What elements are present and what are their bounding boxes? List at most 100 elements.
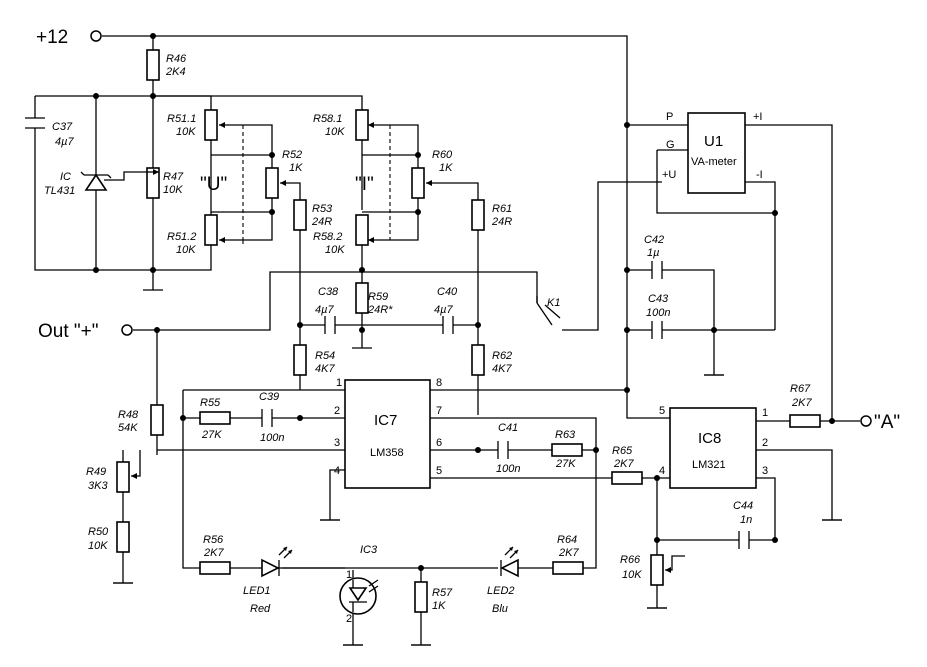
resistor-r61 — [471, 199, 485, 231]
resistor-r63 — [551, 443, 583, 457]
c41-value: 100n — [496, 463, 520, 475]
k1-ref: K1 — [547, 297, 560, 309]
u1-va-meter — [687, 112, 746, 194]
r60-value: 1K — [439, 162, 453, 174]
c43-ref: C43 — [648, 293, 669, 305]
resistor-r58-2 — [355, 214, 369, 246]
ic7-pin-5: 5 — [436, 465, 442, 477]
ic3-optocoupler — [339, 577, 379, 615]
resistor-r59 — [355, 282, 369, 314]
led2-value: Blu — [492, 603, 508, 615]
ic7-pin-1: 1 — [336, 377, 342, 389]
r59-value: 24R* — [367, 304, 393, 316]
ic3-pin-2: 2 — [346, 613, 352, 625]
r67-value: 2K7 — [791, 397, 812, 409]
capacitor-c44 — [738, 531, 750, 549]
ic7-pin-3: 3 — [334, 437, 340, 449]
supply-label: +12 — [36, 27, 68, 48]
u1-pin-g: G — [666, 139, 675, 151]
wires — [34, 35, 860, 646]
ic8-pin-5: 5 — [659, 405, 665, 417]
r59-ref: R59 — [368, 291, 388, 303]
ic8-pin-3: 3 — [762, 465, 768, 477]
ic7-lm358 — [344, 379, 431, 489]
ic7-pin-8: 8 — [436, 377, 442, 389]
capacitors — [25, 117, 750, 549]
ic-labels: IC7 LM358 IC8 LM321 U1 VA-meter P +I G +… — [334, 111, 768, 625]
resistor-r62 — [471, 344, 485, 376]
output-positive-terminal — [121, 324, 133, 336]
c44-ref: C44 — [733, 500, 753, 512]
r55-ref: R55 — [200, 397, 221, 409]
resistor-r53 — [293, 199, 307, 231]
ic8-pin-2: 2 — [762, 437, 768, 449]
c42-value: 1µ — [647, 247, 659, 259]
tl431-ref: IC — [60, 171, 71, 183]
r64-ref: R64 — [557, 534, 577, 546]
r46-ref: R46 — [166, 53, 187, 65]
r66-ref: R66 — [620, 554, 641, 566]
c39-ref: C39 — [259, 391, 279, 403]
r51-2-ref: R51.2 — [167, 231, 196, 243]
relay-k1 — [544, 304, 561, 319]
resistors — [116, 49, 821, 613]
r51-2-value: 10K — [176, 244, 196, 256]
resistor-r65 — [611, 471, 643, 485]
resistor-r51-1 — [204, 109, 218, 141]
r51-1-value: 10K — [176, 126, 196, 138]
ic7-pin-7: 7 — [436, 405, 442, 417]
resistor-r64 — [552, 561, 584, 575]
r61-value: 24R — [491, 216, 512, 228]
resistor-r60 — [411, 167, 425, 199]
resistor-r48 — [150, 404, 164, 436]
r57-ref: R57 — [432, 587, 453, 599]
current-pot-label: "I" — [355, 174, 374, 195]
r58-1-ref: R58.1 — [313, 113, 342, 125]
u1-pin-plus-u: +U — [662, 169, 676, 181]
r49-value: 3K3 — [88, 480, 108, 492]
r57-value: 1K — [432, 600, 446, 612]
r63-ref: R63 — [555, 429, 576, 441]
led1-value: Red — [250, 603, 271, 615]
r54-value: 4K7 — [315, 363, 335, 375]
r52-value: 1K — [289, 162, 303, 174]
resistor-r67 — [789, 414, 821, 428]
r53-ref: R53 — [312, 203, 333, 215]
resistor-r54 — [293, 344, 307, 376]
resistor-r49 — [116, 461, 130, 493]
c39-value: 100n — [260, 432, 284, 444]
c40-ref: C40 — [437, 286, 458, 298]
voltage-pot-label: "U" — [200, 174, 227, 195]
r50-value: 10K — [88, 540, 108, 552]
c37-ref: C37 — [52, 121, 73, 133]
ground-symbols — [113, 374, 842, 646]
u1-pin-plus-i: +I — [753, 111, 762, 123]
r62-ref: R62 — [492, 350, 512, 362]
r46-value: 2K4 — [165, 66, 186, 78]
r52-ref: R52 — [282, 149, 302, 161]
led1-red — [261, 546, 293, 578]
supply-terminal — [90, 30, 102, 42]
r60-ref: R60 — [432, 149, 453, 161]
r56-ref: R56 — [203, 534, 224, 546]
r50-ref: R50 — [88, 526, 109, 538]
r62-value: 4K7 — [492, 363, 512, 375]
output-positive-label: Out "+" — [38, 321, 99, 342]
r58-2-value: 10K — [325, 244, 345, 256]
resistor-r47 — [146, 167, 160, 199]
r58-1-value: 10K — [325, 126, 345, 138]
r48-value: 54K — [118, 422, 138, 434]
ic8-pin-1: 1 — [762, 407, 768, 419]
r47-value: 10K — [163, 184, 183, 196]
terminals: +12 Out "+" "A" — [36, 27, 900, 433]
junction-dots — [93, 33, 835, 571]
led2-blue — [500, 546, 519, 578]
resistor-r56 — [199, 561, 231, 575]
r49-ref: R49 — [86, 466, 106, 478]
r58-2-ref: R58.2 — [313, 231, 342, 243]
c42-ref: C42 — [644, 234, 664, 246]
output-a-terminal — [860, 415, 872, 427]
u1-pin-p: P — [666, 111, 673, 123]
ic8-ref: IC8 — [698, 430, 721, 447]
